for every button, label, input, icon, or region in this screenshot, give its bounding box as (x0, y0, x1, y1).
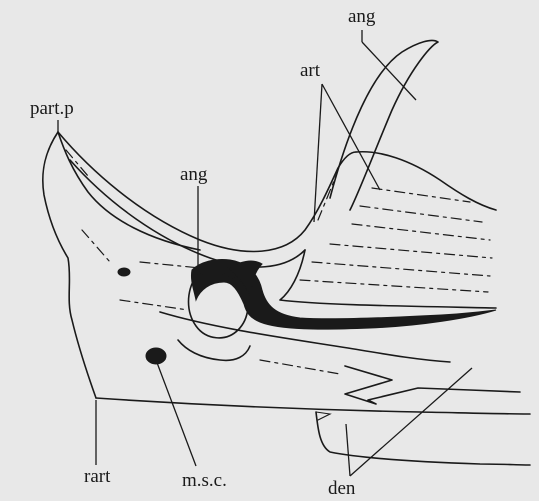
hatching-11 (82, 230, 110, 262)
hatching-3 (352, 224, 490, 240)
hatching-12 (318, 176, 336, 220)
leader-den-1 (346, 424, 350, 476)
articular-lower-line (280, 250, 496, 308)
meckelian-process (178, 340, 250, 360)
leader-den-2 (350, 368, 472, 476)
leader-art-1 (314, 84, 322, 222)
dentary-notch-detail (316, 412, 330, 420)
hatching-2 (360, 206, 482, 222)
hatching-4 (330, 244, 492, 258)
label-den: den (328, 478, 356, 499)
hatching-8 (120, 300, 188, 310)
dentary-suture (345, 366, 520, 404)
articular-upper-contour (356, 152, 496, 210)
retroarticular-process-outline (43, 132, 96, 398)
leader-art-2 (322, 84, 380, 190)
small-dark-mark (118, 268, 130, 276)
label-msc: m.s.c. (182, 470, 227, 491)
label-rart: rart (84, 466, 111, 487)
label-part-p: part.p (30, 98, 74, 119)
label-ang-mid: ang (180, 164, 208, 185)
label-ang-top: ang (348, 6, 376, 27)
prearticular-process-tip (58, 132, 200, 250)
hatching-9 (260, 360, 340, 374)
hatching-5 (312, 262, 490, 276)
ventral-margin (96, 398, 530, 414)
hatching-7 (140, 262, 200, 268)
label-art: art (300, 60, 321, 81)
leader-msc (156, 360, 196, 466)
hatching-6 (300, 280, 488, 292)
